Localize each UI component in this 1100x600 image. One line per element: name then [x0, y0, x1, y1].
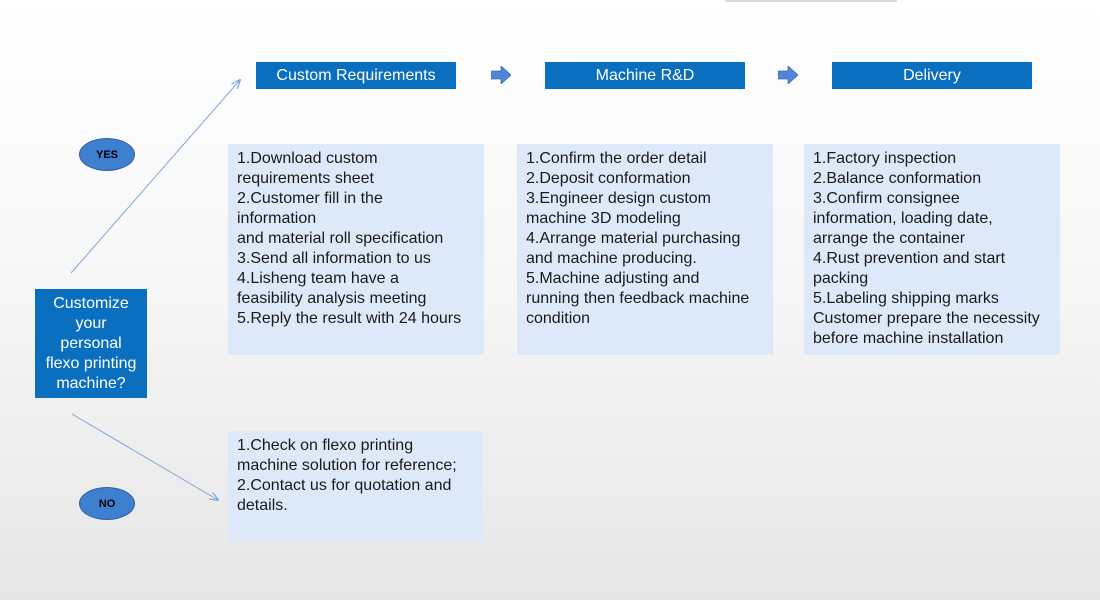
- step-detail-line: 2.Customer fill in the: [237, 190, 383, 207]
- yes-connector-line: [70, 80, 240, 274]
- no-branch-line: 1.Check on flexo printing: [237, 437, 414, 454]
- question-line: machine?: [56, 374, 126, 392]
- right-arrow-icon: [491, 66, 511, 84]
- step-detail-line: 1.Factory inspection: [813, 150, 957, 167]
- step-detail-line: and material roll specification: [237, 230, 444, 247]
- step-detail-line: and machine producing.: [526, 250, 697, 267]
- step-detail-line: 2.Deposit conformation: [526, 170, 691, 187]
- question-line: personal: [60, 334, 122, 352]
- top-edge-bar: [725, 0, 897, 2]
- step-detail-line: before machine installation: [813, 330, 1004, 347]
- step-detail-line: 2.Balance conformation: [813, 170, 982, 187]
- no-branch-box: 1.Check on flexo printing machine soluti…: [228, 431, 483, 542]
- no-connector-line: [71, 413, 218, 500]
- step-detail-line: condition: [526, 310, 591, 327]
- step-detail-line: 1.Confirm the order detail: [526, 150, 707, 167]
- step-detail-box-custom-requirements: 1.Download custom requirements sheet 2.C…: [228, 144, 484, 355]
- no-badge: NO: [79, 487, 135, 520]
- step-detail-line: information, loading date,: [813, 210, 993, 227]
- step-detail-line: 3.Confirm consignee: [813, 190, 960, 207]
- step-detail-line: 1.Download custom: [237, 150, 378, 167]
- step-detail-line: 4.Arrange material purchasing: [526, 230, 741, 247]
- yes-badge: YES: [79, 138, 135, 171]
- step-detail-line: feasibility analysis meeting: [237, 290, 427, 307]
- step-detail-line: 5.Labeling shipping marks: [813, 290, 999, 307]
- step-detail-line: 4.Lisheng team have a: [237, 270, 399, 287]
- no-branch-line: machine solution for reference;: [237, 457, 457, 474]
- decision-question-box: Customize your personal flexo printing m…: [35, 289, 147, 398]
- question-line: flexo printing: [45, 354, 137, 372]
- step-detail-line: 4.Rust prevention and start: [813, 250, 1006, 267]
- yes-label: YES: [95, 148, 118, 161]
- no-label: NO: [98, 497, 116, 510]
- step-detail-line: running then feedback machine: [526, 290, 750, 307]
- step-detail-box-machine-rd: 1.Confirm the order detail 2.Deposit con…: [517, 144, 773, 355]
- step-header-custom-requirements: Custom Requirements: [256, 62, 456, 89]
- question-line: Customize: [53, 294, 129, 312]
- step-detail-line: packing: [813, 270, 869, 287]
- step-detail-line: 5.Reply the result with 24 hours: [237, 310, 462, 327]
- step-header-machine-rd: Machine R&D: [545, 62, 745, 89]
- step-detail-line: 3.Send all information to us: [237, 250, 431, 267]
- no-branch-line: details.: [237, 497, 288, 514]
- step-detail-box-delivery: 1.Factory inspection 2.Balance conformat…: [804, 144, 1060, 355]
- step-detail-line: 5.Machine adjusting and: [526, 270, 700, 287]
- step-detail-line: Customer prepare the necessity: [813, 310, 1040, 327]
- right-arrow-icon: [778, 66, 798, 84]
- step-detail-line: machine 3D modeling: [526, 210, 681, 227]
- step-header-delivery: Delivery: [832, 62, 1032, 89]
- step-detail-line: information: [237, 210, 317, 227]
- step-detail-line: arrange the container: [813, 230, 966, 247]
- question-line: your: [75, 314, 107, 332]
- no-branch-line: 2.Contact us for quotation and: [237, 477, 452, 494]
- step-detail-line: 3.Engineer design custom: [526, 190, 711, 207]
- step-detail-line: requirements sheet: [237, 170, 374, 187]
